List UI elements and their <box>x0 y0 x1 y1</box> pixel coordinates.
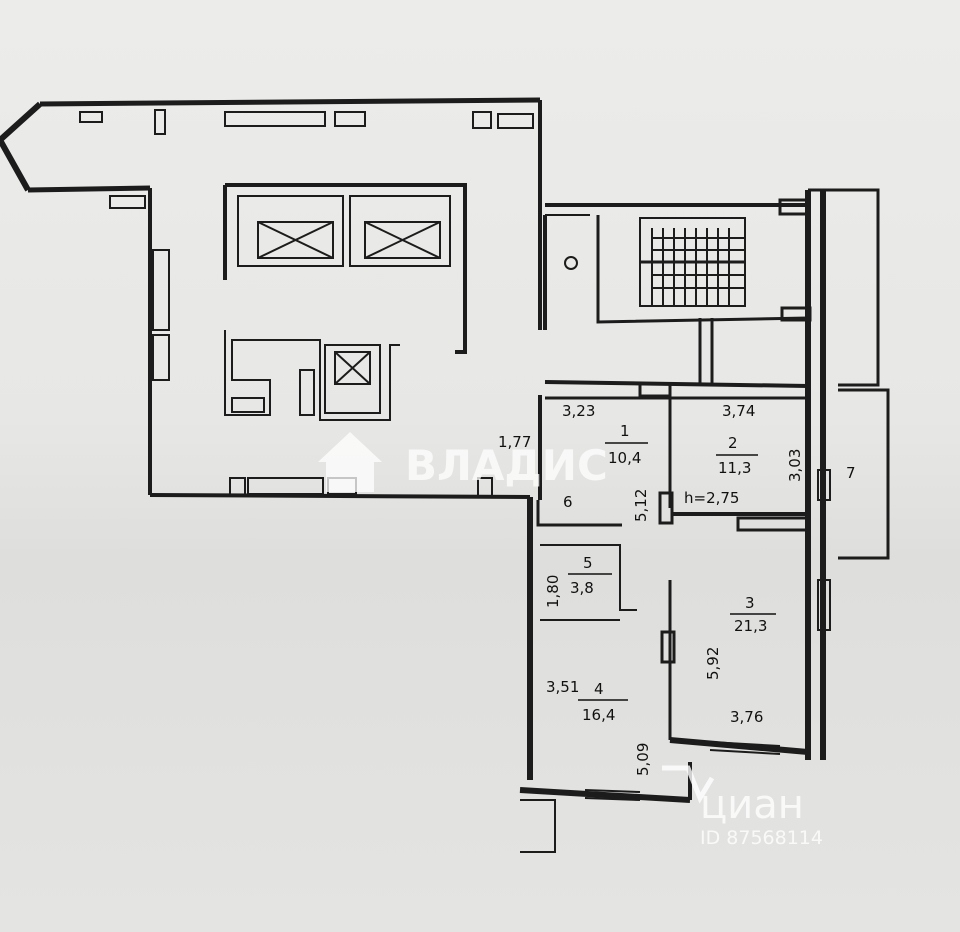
apartment-walls <box>519 188 890 853</box>
room-6-number: 6 <box>563 493 573 511</box>
vladis-logo-text: ВЛАДИС <box>405 441 608 490</box>
vladis-watermark: ВЛАДИС <box>318 432 608 492</box>
room-3-area: 21,3 <box>734 617 767 635</box>
dim-3-23: 3,23 <box>562 402 595 420</box>
dim-3-03: 3,03 <box>786 449 804 482</box>
room-labels: 1 10,4 2 11,3 3 21,3 4 16,4 5 3,8 6 7 <box>563 422 856 724</box>
room-3-number: 3 <box>745 594 755 612</box>
common-area-walls <box>0 97 542 499</box>
cian-watermark: циан ID 87568114 <box>662 765 823 849</box>
cian-logo-icon <box>662 765 715 804</box>
room-1-number: 1 <box>620 422 630 440</box>
dim-3-51: 3,51 <box>546 678 579 696</box>
room-1-area: 10,4 <box>608 449 641 467</box>
room-7-number: 7 <box>846 464 856 482</box>
dim-3-76: 3,76 <box>730 708 763 726</box>
dim-1-77: 1,77 <box>498 433 531 451</box>
dim-5-12: 5,12 <box>632 489 650 522</box>
elevator-shafts <box>223 183 467 421</box>
room-5-number: 5 <box>583 554 593 572</box>
house-logo-icon <box>318 432 382 492</box>
dim-3-74: 3,74 <box>722 402 755 420</box>
room-4-number: 4 <box>594 680 604 698</box>
room-5-area: 3,8 <box>570 579 594 597</box>
ceiling-height: h=2,75 <box>684 489 739 507</box>
cian-listing-id: ID 87568114 <box>700 827 823 849</box>
room-2-number: 2 <box>728 434 738 452</box>
room-4-area: 16,4 <box>582 706 615 724</box>
dim-5-92: 5,92 <box>704 647 722 680</box>
dim-5-09: 5,09 <box>634 743 652 776</box>
room-2-area: 11,3 <box>718 459 751 477</box>
dim-1-80: 1,80 <box>544 575 562 608</box>
cian-logo-text: циан <box>700 782 804 828</box>
dimension-labels: 3,23 3,74 3,03 1,77 5,12 h=2,75 1,80 5,9… <box>498 402 804 776</box>
stairwell <box>543 198 812 398</box>
